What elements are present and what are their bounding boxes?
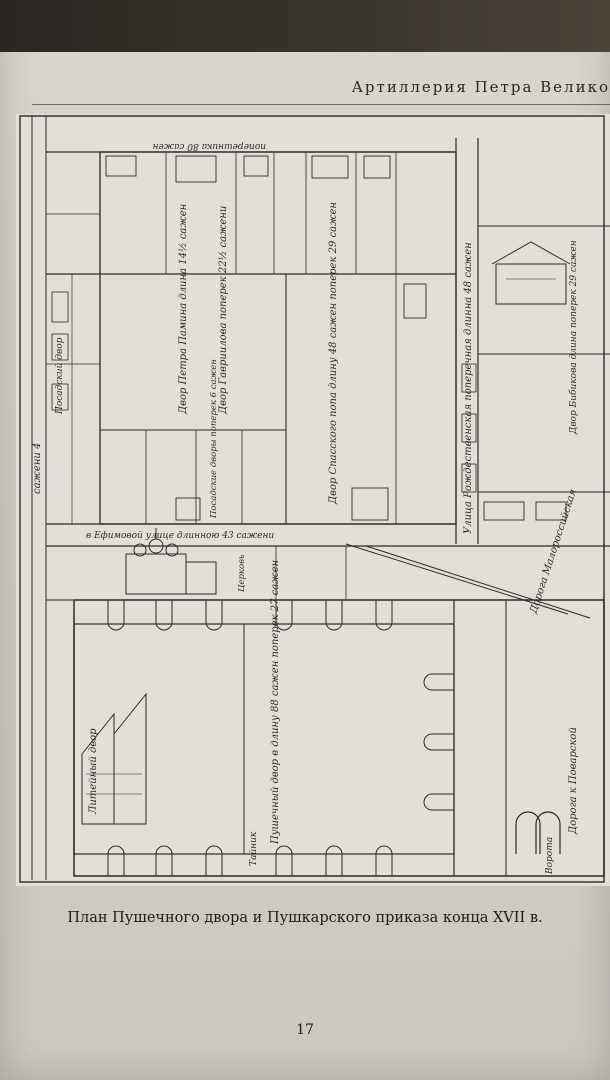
- house-row-middle: [51, 291, 389, 521]
- plan-outer-frame: [19, 115, 605, 883]
- plan-drawing: сажени 4 Посадский двор поперешника 80 с…: [19, 115, 610, 883]
- inscription-lower-left: Литейный двор: [88, 728, 99, 815]
- gate-tower: [515, 811, 561, 854]
- cannon-yard-outline: [73, 599, 605, 877]
- inscription-lower-far-right: Ворота: [545, 837, 555, 875]
- inscription-top-measures: поперешника 80 сажен: [152, 141, 266, 151]
- running-head-rule: [32, 104, 610, 105]
- figure-caption: План Пушечного двора и Пушкарского прика…: [67, 910, 543, 926]
- inscription-block-c: Двор Спасского попа длину 48 сажен попер…: [328, 202, 339, 505]
- upper-block-outline: [99, 151, 457, 525]
- page-number: 17: [296, 1022, 314, 1038]
- historical-plan-image: сажени 4 Посадский двор поперешника 80 с…: [16, 114, 610, 886]
- inscription-lower-right: Дорога к Поварской: [568, 727, 579, 835]
- background-shadow: [0, 0, 610, 52]
- right-house: [491, 241, 571, 305]
- inscription-cross-street: в Ефимовой улице длинною 43 сажени: [86, 531, 274, 541]
- church-drawing: [125, 528, 217, 595]
- inscription-lower-yard: Пушечный двор в длину 88 сажен поперек 2…: [270, 560, 281, 845]
- inscription-right-building: Двор Бибикова длина поперек 29 сажен: [568, 240, 579, 435]
- inscription-block-b: Двор Гавриилова поперек 22½ сажени: [218, 206, 229, 415]
- inscription-outer-left: сажени 4: [32, 443, 43, 494]
- cannon-yard-inner: [73, 623, 455, 855]
- inscription-street-long: Улица Рождественская поперечная длинна 4…: [463, 242, 474, 534]
- inscription-church: Церковь: [237, 554, 247, 592]
- running-head: Артиллерия Петра Велико: [351, 78, 610, 96]
- house-row-top: [105, 155, 391, 183]
- house-row-right: [403, 283, 567, 521]
- diagonal-road: [345, 543, 569, 615]
- foundry-building: [81, 692, 147, 825]
- inscription-block-a: Двор Петра Памина длина 14½ сажен: [178, 204, 189, 415]
- inscription-block-d: Посадские дворы поперек 6 сажен: [209, 359, 219, 519]
- inscription-left-column: Посадский двор: [55, 337, 65, 415]
- inscription-lower-bottom-left: Тайник: [249, 831, 259, 866]
- wall-arches: [107, 600, 454, 876]
